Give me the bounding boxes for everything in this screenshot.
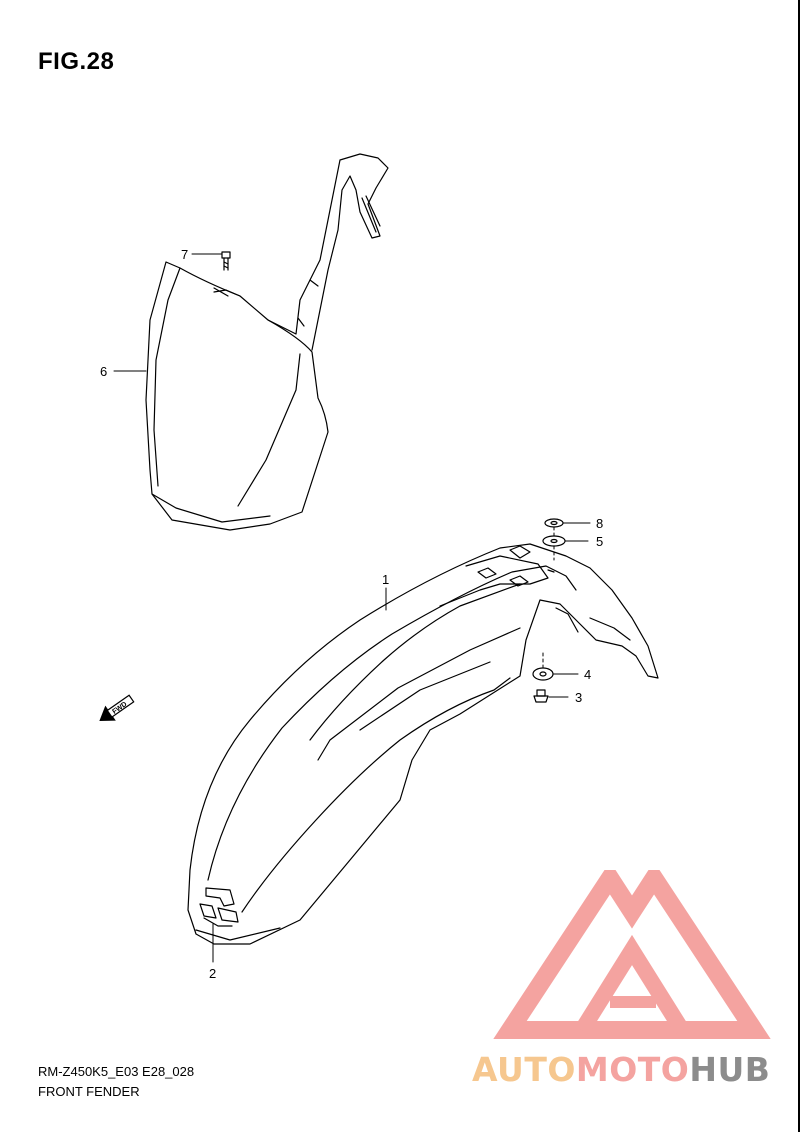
screw-part [221,251,231,271]
callout-2: 2 [209,966,216,981]
front-fender-part [187,543,659,945]
callout-3: 3 [575,690,582,705]
washer-5-part [542,535,566,547]
watermark-text-hub: HUB [689,1050,771,1089]
watermark-text-moto: MOTO [575,1050,690,1089]
leader-lines [113,253,591,963]
callout-6: 6 [100,364,107,379]
forward-arrow-icon: FWD [99,694,135,721]
washer-8-part [544,518,564,528]
bolt-part [533,689,549,703]
page-border [798,0,800,1132]
emblem-part [199,887,239,927]
callout-8: 8 [596,516,603,531]
figure-title: FIG.28 [38,48,115,75]
callout-5: 5 [596,534,603,549]
watermark-text: AUTOMOTOHUB [472,1050,770,1089]
watermark-logo-icon [493,870,771,1039]
drawing-title: FRONT FENDER [38,1084,140,1099]
callout-7: 7 [181,247,188,262]
watermark-text-auto: AUTO [472,1050,576,1089]
washer-4-part [532,667,554,681]
fwd-label: FWD [111,701,128,716]
callout-1: 1 [382,572,389,587]
number-plate-part [145,153,389,531]
drawing-code: RM-Z450K5_E03 E28_028 [38,1064,195,1079]
callout-4: 4 [584,667,591,682]
